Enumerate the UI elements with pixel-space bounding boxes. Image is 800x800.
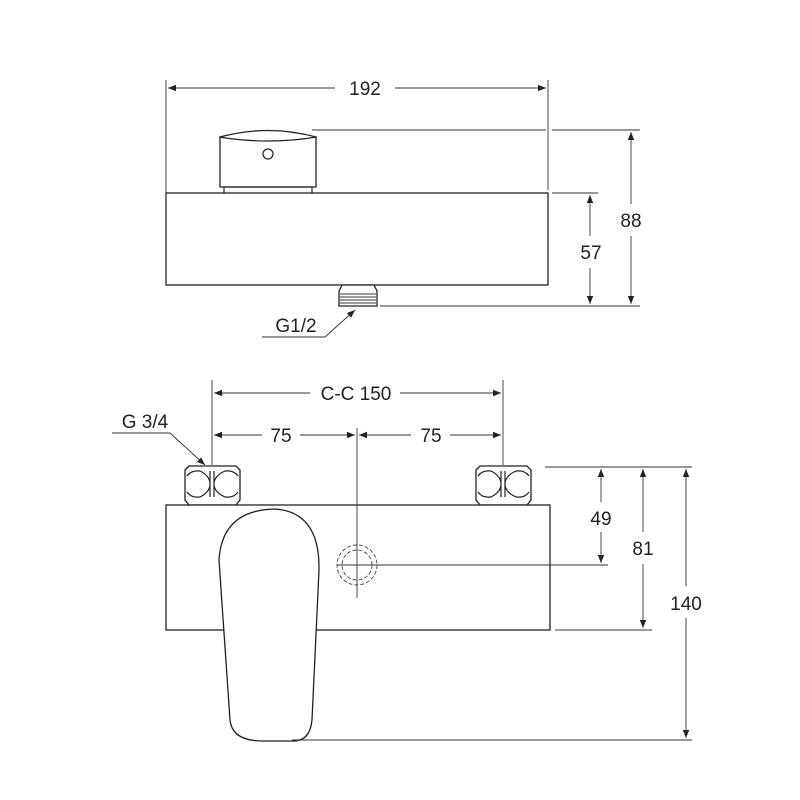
- body-height-label: 81: [632, 539, 653, 560]
- inlet-nut-right: [475, 465, 532, 506]
- half-right-label: 75: [420, 426, 441, 447]
- outlet-thread: [338, 284, 378, 307]
- top-view: 192 57 88 G1/2: [165, 79, 642, 338]
- dimension-88-label: 88: [620, 211, 641, 232]
- knob-neck: [223, 186, 313, 193]
- outlet-thread-label: G1/2: [275, 316, 316, 337]
- half-left-label: 75: [270, 426, 291, 447]
- center-distance-label: C-C 150: [321, 384, 392, 405]
- front-view: C-C 150 75 75 G 3/4 49: [112, 380, 702, 742]
- outlet-leader-line: [262, 309, 356, 338]
- thread-lines: [340, 293, 376, 304]
- dimension-192-label: 192: [349, 79, 381, 100]
- total-height-label: 140: [670, 594, 702, 615]
- inlet-leader-line: [112, 432, 206, 466]
- valve-body-top: [165, 192, 549, 286]
- dimension-57-label: 57: [580, 243, 601, 264]
- inlet-thread-label: G 3/4: [122, 412, 169, 433]
- outlet-height-label: 49: [590, 509, 611, 530]
- lever-handle: [218, 508, 320, 742]
- inlet-nut-left: [184, 465, 241, 506]
- knob-indicator-hole: [262, 148, 274, 160]
- knob-top-edge: [218, 136, 318, 142]
